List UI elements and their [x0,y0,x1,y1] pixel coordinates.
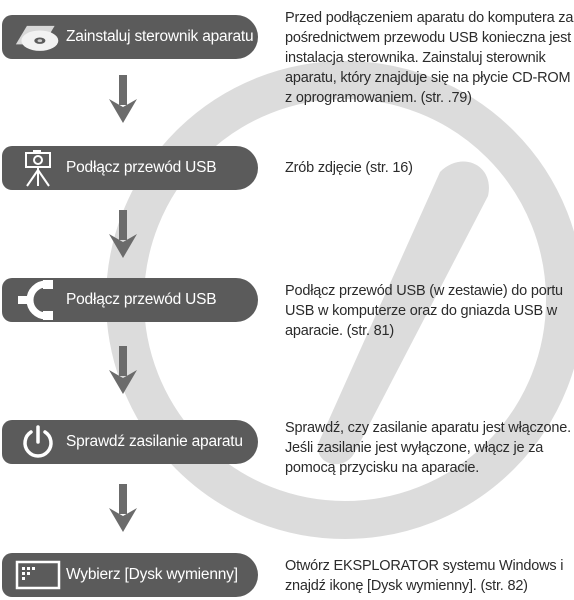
usb-icon [14,280,62,320]
step-3-description: Podłącz przewód USB (w zestawie) do port… [285,283,563,339]
cd-disc-icon [14,19,62,55]
step-2-label: Podłącz przewód USB [66,159,217,176]
arrow-down-icon [109,484,137,532]
step-1-install-driver: Zainstaluj sterownik aparatu [2,15,258,59]
step-4-description: Sprawdź, czy zasilanie aparatu jest włąc… [285,420,571,476]
step-2-description: Zrób zdjęcie (str. 16) [285,160,413,176]
removable-disk-icon [14,557,62,593]
step-4-label: Sprawdź zasilanie aparatu [66,433,243,450]
arrow-down-icon [109,346,137,394]
step-4-check-power: Sprawdź zasilanie aparatu [2,420,258,464]
camera-tripod-icon [14,150,62,187]
step-3-connect-usb: Podłącz przewód USB [2,278,258,322]
step-5-select-removable-disk: Wybierz [Dysk wymienny] [2,553,258,597]
step-1-description: Przed podłączeniem aparatu do komputera … [285,10,574,106]
arrow-down-icon [109,210,137,258]
step-5-label: Wybierz [Dysk wymienny] [66,566,238,583]
step-5-description: Otwórz EKSPLORATOR systemu Windows i zna… [285,558,564,594]
step-1-label: Zainstaluj sterownik aparatu [66,28,254,45]
step-3-label: Podłącz przewód USB [66,291,217,308]
power-icon [14,424,62,460]
step-2-take-photo: Podłącz przewód USB [2,146,258,190]
arrow-down-icon [109,75,137,123]
